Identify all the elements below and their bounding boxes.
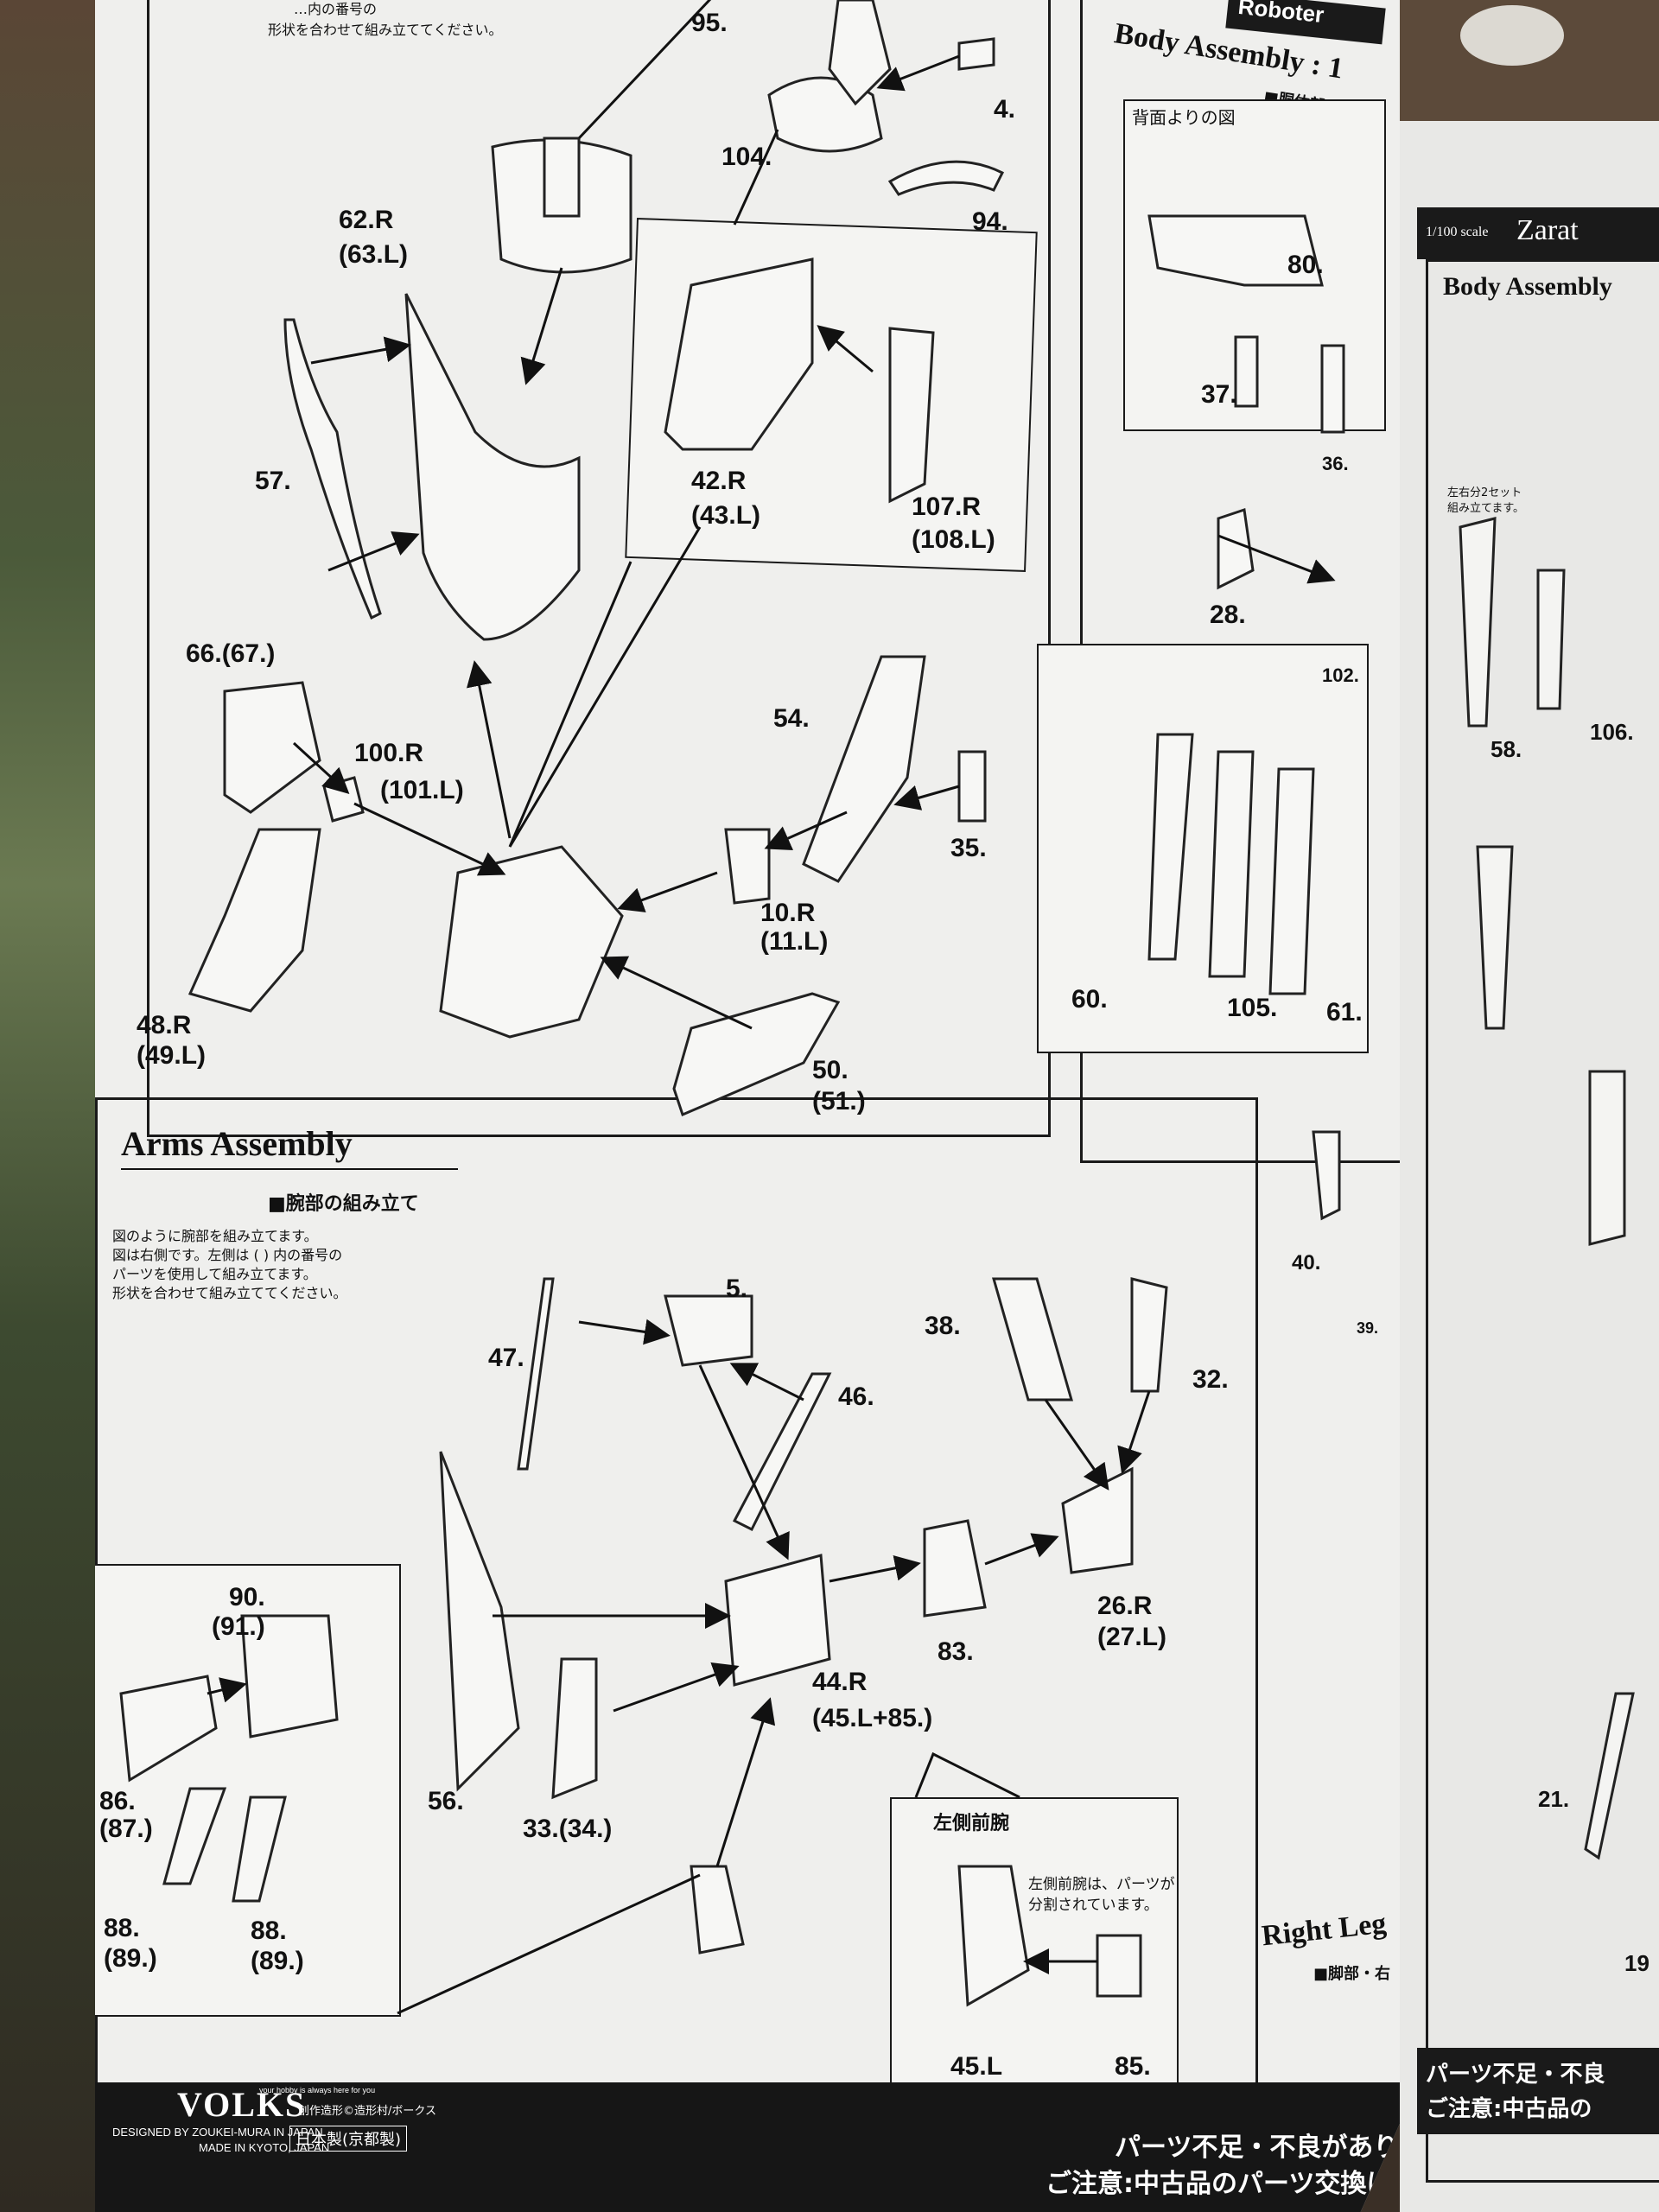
left-forearm-title: 左側前腕 [933,1813,1010,1834]
part-label-85: 85. [1115,2052,1151,2081]
body-assembly-frame [1080,0,1400,1163]
arms-assembly-title: Arms Assembly [121,1124,353,1163]
part-label-49: (49.L) [137,1041,207,1070]
part-label-36: 36. [1322,453,1349,474]
part-label-89a: (89.) [104,1944,157,1973]
top-note-line-2: 形状を合わせて組み立ててください。 [268,22,503,38]
right-leg-jp-subtitle: ■脚部・右 [1313,1965,1391,1983]
parts-diagram [119,0,1345,2015]
part-label-83: 83. [938,1637,974,1666]
part-label-26: 26.R [1097,1592,1153,1620]
part-label-10: 10.R [760,899,816,927]
part-label-100: 100.R [354,739,424,767]
upper-assembly-frame [147,0,1051,1137]
part-label-105: 105. [1227,994,1278,1022]
right-parts-diagram [1459,517,1635,1860]
part-label-21: 21. [1538,1786,1570,1812]
part-label-46: 46. [838,1382,874,1411]
part-label-58: 58. [1491,736,1522,762]
part-label-62: 62.R [339,206,394,234]
part-label-32: 32. [1192,1365,1229,1394]
part-label-19: 19 [1624,1950,1649,1976]
part-label-90: 90. [229,1583,265,1611]
part-label-94: 94. [972,207,1008,236]
part-label-35: 35. [950,834,987,862]
part-label-45-85: (45.L+85.) [812,1704,933,1732]
part-label-80: 80. [1287,251,1324,279]
part-label-101: (101.L) [380,776,464,804]
part-label-4: 4. [994,95,1016,124]
instruction-page-right: 1/100 scale Zarat Body Assembly 左右分2セット … [1400,121,1659,2212]
arms-instruction-4: 形状を合わせて組み立ててください。 [112,1285,347,1301]
scale-text: 1/100 scale [1426,225,1489,239]
part-label-91: (91.) [212,1612,265,1641]
right-warning-1: パーツ不足・不良 [1426,2062,1605,2088]
part-label-51: (51.) [812,1087,866,1116]
part-label-102: 102. [1322,664,1359,686]
left-forearm-note-1: 左側前腕は、パーツが [1028,1876,1175,1893]
model-name: Zarat [1516,214,1579,246]
part-label-108: (108.L) [912,525,995,554]
left-forearm-note-2: 分割されています。 [1028,1897,1159,1914]
footer-warning-2: ご注意:中古品のパーツ交換に [1046,2169,1393,2199]
part-label-60: 60. [1071,985,1108,1014]
arms-instruction-2: 図は右側です。左側は ( ) 内の番号の [112,1247,343,1263]
part-label-57: 57. [255,467,291,495]
part-label-106: 106. [1590,719,1634,745]
arms-instruction-3: パーツを使用して組み立てます。 [112,1266,317,1282]
part-label-56: 56. [428,1787,464,1815]
right-footer: パーツ不足・不良 ご注意:中古品の [1417,2048,1659,2134]
page-footer: VOLKS your hobby is always here for you … [95,2082,1400,2212]
part-label-88b: 88. [251,1916,287,1945]
part-label-63: (63.L) [339,240,409,269]
part-label-48: 48.R [137,1011,192,1039]
part-label-104: 104. [721,143,772,171]
part-label-61: 61. [1326,998,1363,1027]
part-label-107: 107.R [912,493,982,521]
part-label-40: 40. [1292,1251,1321,1274]
right-frame [1426,259,1659,2183]
top-note-line-1: …内の番号の [294,1,378,17]
part-label-86: 86. [99,1787,136,1815]
part-label-38: 38. [925,1312,961,1340]
part-label-11: (11.L) [760,927,829,956]
footer-warning-1: パーツ不足・不良がありま [1115,2133,1426,2163]
right-body-title: Body Assembly [1443,272,1612,301]
credit-jp: 創作造形©造形村/ボークス [298,2105,436,2118]
part-label-87: (87.) [99,1815,153,1843]
part-label-27: (27.L) [1097,1623,1167,1651]
title-underline [121,1168,458,1170]
part-label-5: 5. [726,1274,748,1303]
part-label-89b: (89.) [251,1947,304,1975]
part-label-88a: 88. [104,1914,140,1942]
part-label-42: 42.R [691,467,747,495]
set-note-2: 組み立てます。 [1447,502,1525,515]
part-label-43: (43.L) [691,501,761,530]
right-warning-2: ご注意:中古品の [1426,2096,1592,2122]
part-label-39: 39. [1357,1319,1379,1337]
part-label-33-34: 33.(34.) [523,1815,613,1843]
part-label-50: 50. [812,1056,849,1084]
part-label-28: 28. [1210,601,1246,629]
origin-badge: 日本製(京都製) [289,2126,408,2152]
volks-tagline: your hobby is always here for you [259,2086,376,2094]
arms-instruction-1: 図のように腕部を組み立てます。 [112,1228,318,1244]
spine-detail-box [1037,644,1369,1053]
part-label-44: 44.R [812,1668,868,1696]
part-label-37: 37. [1201,380,1237,409]
designed-by: DESIGNED BY ZOUKEI-MURA IN JAPAN [112,2126,323,2139]
part-label-47: 47. [488,1344,524,1372]
set-note-1: 左右分2セット [1447,486,1522,499]
arms-assembly-jp-subtitle: ■腕部の組み立て [268,1193,419,1215]
part-label-54: 54. [773,704,810,733]
rear-view-note: 背面よりの図 [1132,107,1236,128]
part-label-45L: 45.L [950,2052,1003,2081]
instruction-page-main: …内の番号の 形状を合わせて組み立ててください。 Body Assembly :… [95,0,1400,2212]
part-label-95: 95. [691,9,728,37]
right-header: 1/100 scale Zarat [1417,207,1659,259]
part-label-66: 66.(67.) [186,639,276,668]
volks-logo: VOLKS [177,2085,307,2124]
